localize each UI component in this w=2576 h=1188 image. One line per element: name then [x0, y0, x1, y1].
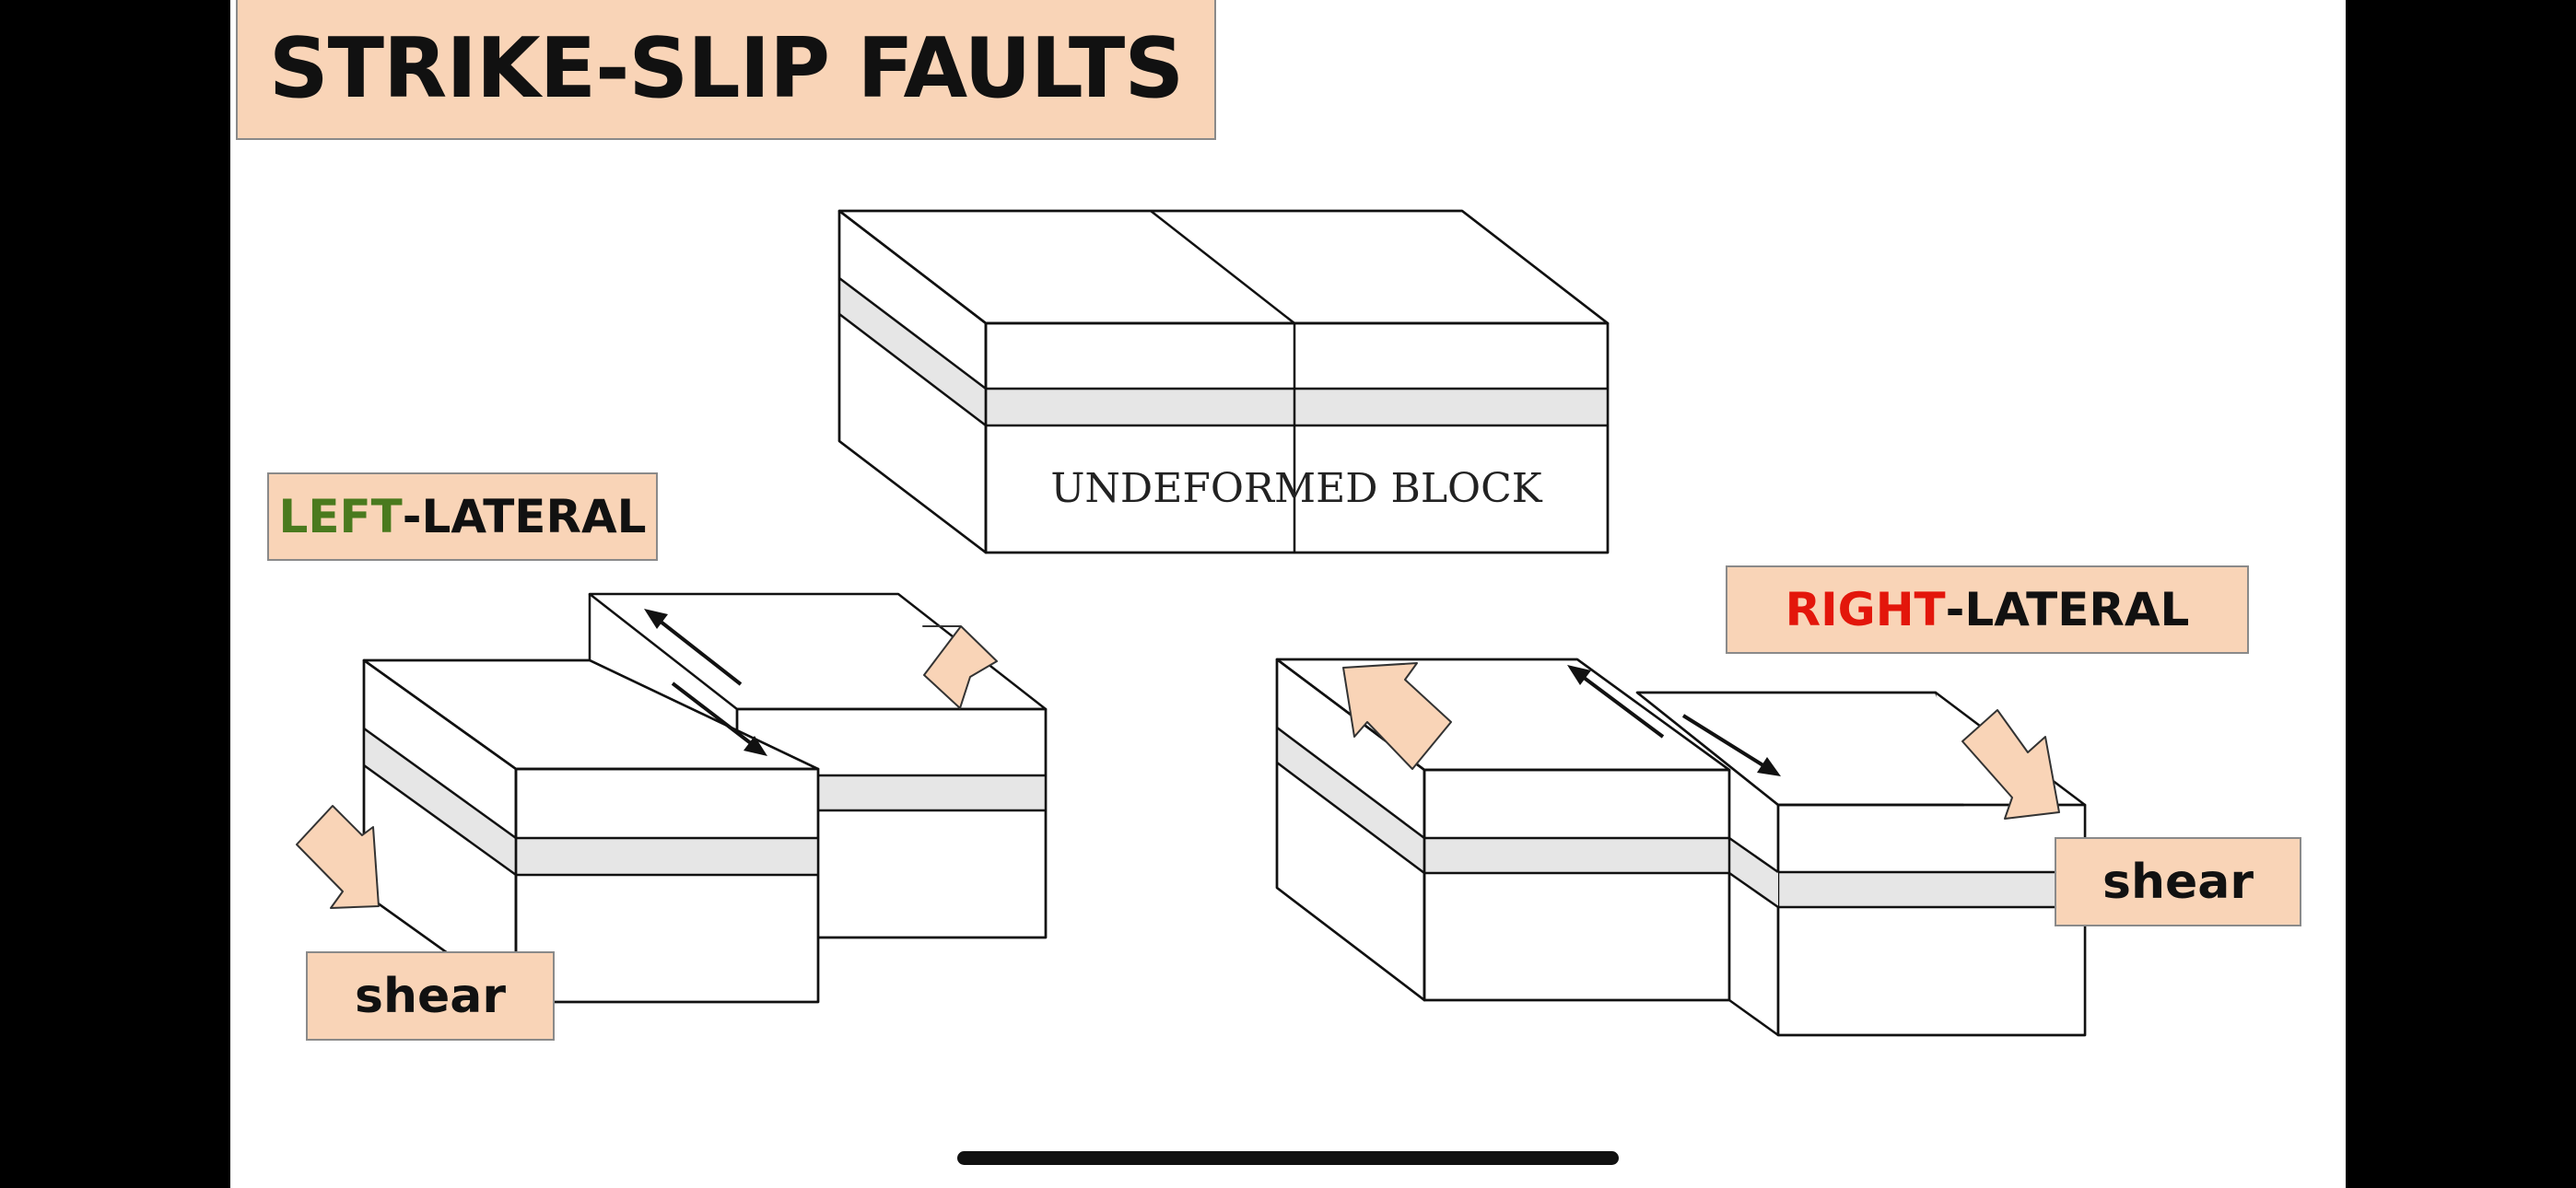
- right-lateral-highlight: RIGHT: [1785, 583, 1946, 636]
- shear-arrow-right-lower: [1961, 709, 2060, 820]
- shear-left-text: shear: [355, 968, 506, 1024]
- right-lateral-diagram: [1275, 658, 2087, 1037]
- shear-arrow-right-upper: [1342, 662, 1452, 770]
- shear-arrow-left-lower: [296, 805, 380, 909]
- undeformed-block: UNDEFORMED BLOCK: [837, 209, 1610, 554]
- left-lateral-label: LEFT-LATERAL: [267, 472, 658, 561]
- strike-slip-diagram: UNDEFORMED BLOCK: [296, 209, 2087, 1037]
- left-lateral-highlight: LEFT: [278, 490, 403, 543]
- right-lateral-label: RIGHT-LATERAL: [1726, 565, 2249, 654]
- slip-arrow-right-block: [1681, 714, 1781, 776]
- title-banner: STRIKE-SLIP FAULTS: [236, 0, 1216, 140]
- right-lateral-rest: -LATERAL: [1945, 583, 2190, 636]
- fault-trace-line: [1150, 210, 1295, 324]
- page-title: STRIKE-SLIP FAULTS: [268, 19, 1184, 117]
- shear-label-left: shear: [306, 951, 555, 1041]
- left-lateral-rest: -LATERAL: [402, 490, 647, 543]
- shear-right-text: shear: [2102, 854, 2254, 910]
- shear-label-right: shear: [2055, 837, 2301, 926]
- slip-arrow-front: [671, 681, 767, 756]
- undeformed-block-caption: UNDEFORMED BLOCK: [1050, 465, 1542, 512]
- slide: STRIKE-SLIP FAULTS UNDEFORMED BLOCK: [230, 0, 2346, 1188]
- left-lateral-diagram: [296, 592, 1048, 1004]
- slip-arrow-back: [644, 609, 743, 686]
- home-indicator[interactable]: [957, 1151, 1619, 1165]
- slip-arrow-left-block: [1567, 665, 1665, 739]
- shear-arrow-left-upper: [922, 625, 998, 709]
